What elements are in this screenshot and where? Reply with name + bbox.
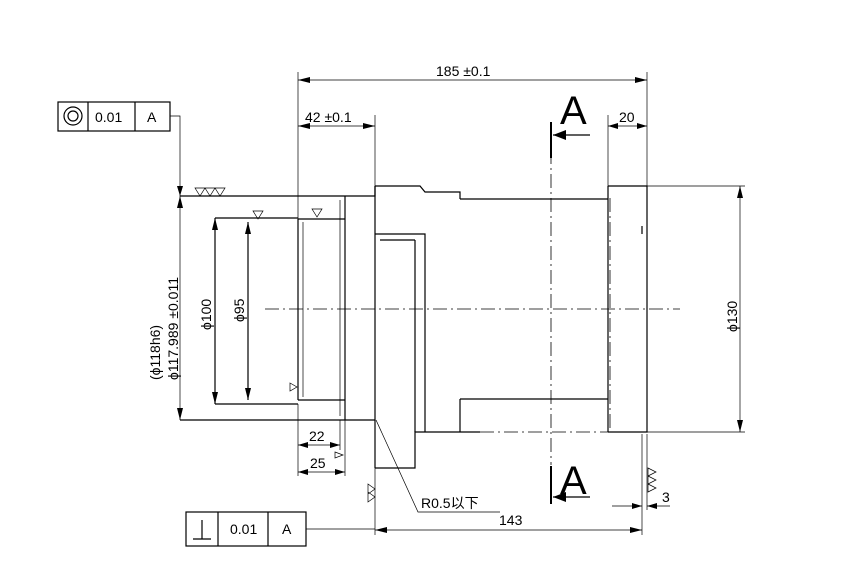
dim-bore-depth: 22 25 xyxy=(297,404,346,476)
dim-185-text: 185 ±0.1 xyxy=(436,63,491,79)
tolerance-value-1: 0.01 xyxy=(95,109,122,125)
dim-25-text: 25 xyxy=(310,455,326,471)
part-outline xyxy=(180,185,648,469)
dim-overall-length: 185 ±0.1 xyxy=(297,63,648,219)
datum-label-1: A xyxy=(147,109,157,125)
dim-95-text: ϕ95 xyxy=(231,298,247,322)
dim-diameter-130: ϕ130 xyxy=(647,185,745,433)
center-lines xyxy=(265,150,680,465)
dim-diameter-118: (ϕ118h6) ϕ117.989 ±0.011 xyxy=(147,196,183,420)
tolerance-frame-concentricity: 0.01 A xyxy=(57,101,183,196)
section-label-top: A xyxy=(560,89,587,133)
dim-100-text: ϕ100 xyxy=(198,299,214,330)
dim-143-text: 143 xyxy=(499,512,523,528)
dim-20-text: 20 xyxy=(619,109,635,125)
perpendicularity-icon xyxy=(193,520,211,540)
tolerance-value-2: 0.01 xyxy=(230,521,257,537)
tolerance-frame-perpendicularity: 0.01 A xyxy=(185,511,375,547)
dim-22-text: 22 xyxy=(309,428,325,444)
dim-diameter-100: ϕ100 xyxy=(198,218,218,404)
dim-130-text: ϕ130 xyxy=(724,301,740,332)
surface-finish-marks xyxy=(180,187,657,503)
section-label-bottom: A xyxy=(560,459,587,503)
dim-bottom: 143 3 R0.5以下 xyxy=(374,419,670,535)
dim-end-flange: 20 xyxy=(607,109,647,186)
radius-note-text: R0.5以下 xyxy=(421,495,479,511)
dim-flange-offset: 42 ±0.1 xyxy=(298,109,376,186)
section-marker-bottom: A xyxy=(550,459,590,504)
dim-diameter-95: ϕ95 xyxy=(231,222,251,400)
dim-42-text: 42 ±0.1 xyxy=(305,109,352,125)
concentricity-icon xyxy=(63,106,83,126)
dim-118-ref-text: (ϕ118h6) xyxy=(147,325,163,380)
section-marker-top: A xyxy=(550,89,590,158)
dim-3-text: 3 xyxy=(662,489,670,505)
dim-118-tol-text: ϕ117.989 ±0.011 xyxy=(165,277,181,380)
datum-label-2: A xyxy=(282,521,292,537)
